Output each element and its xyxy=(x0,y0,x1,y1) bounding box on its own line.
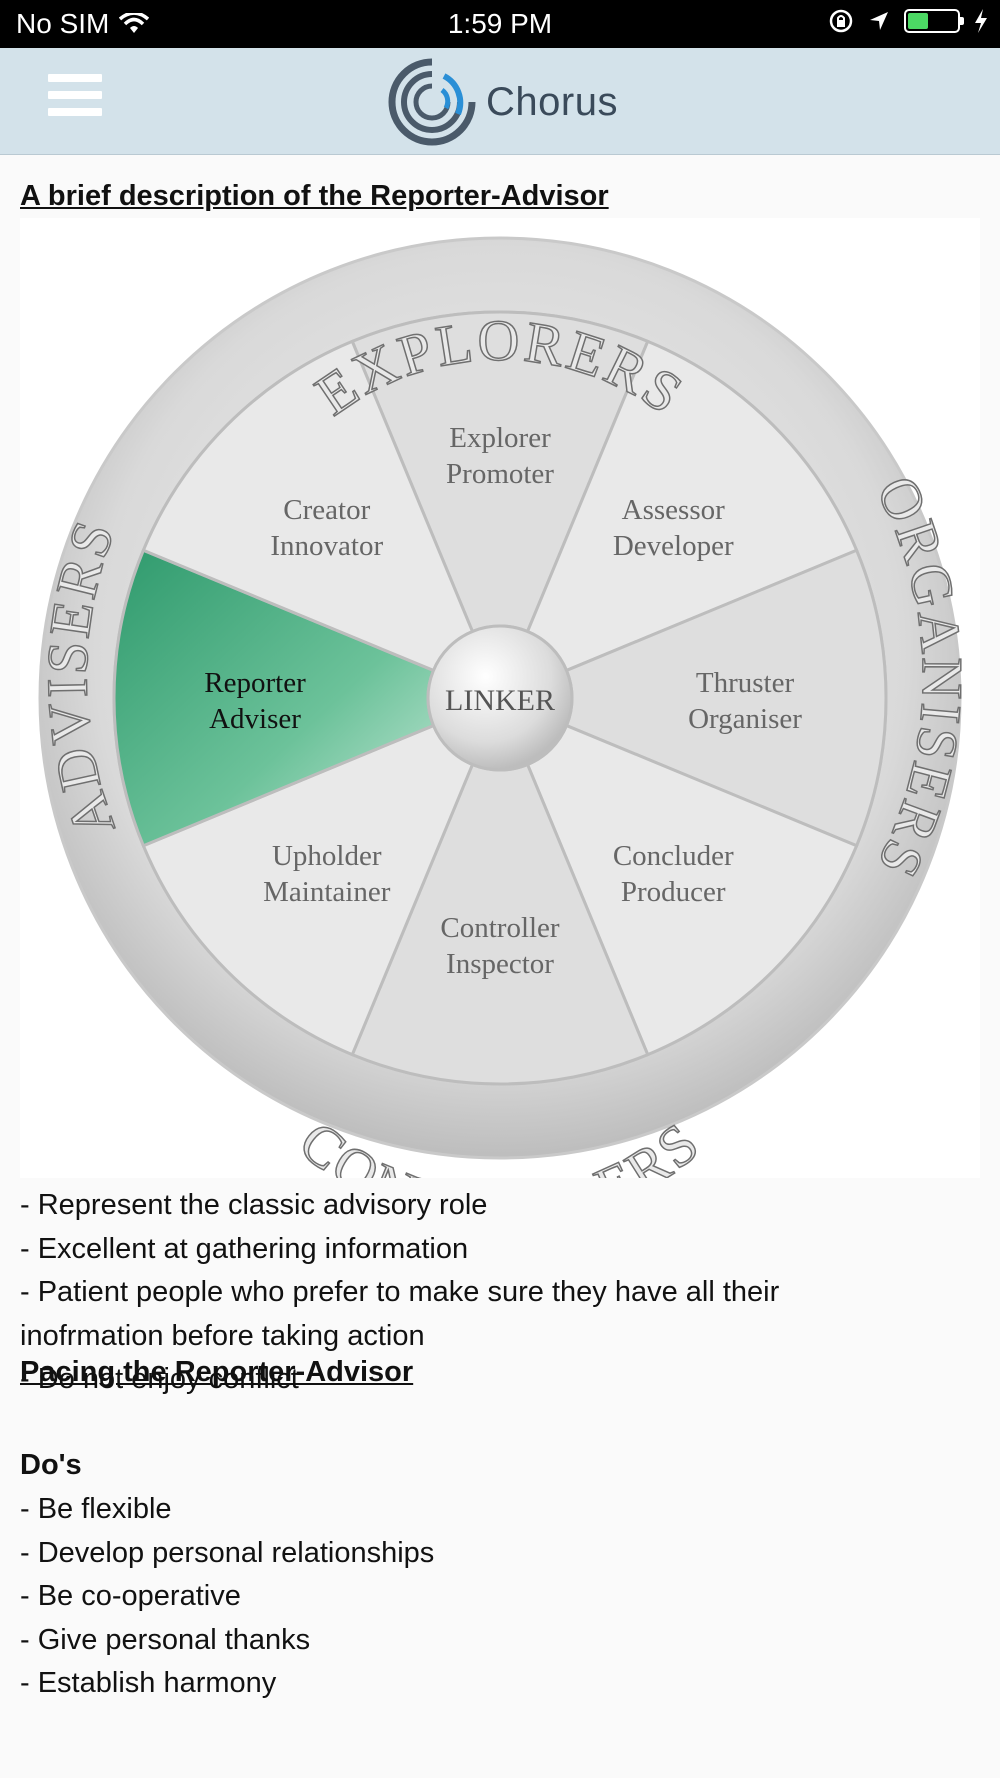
description-line: - Do not enjoy conflict xyxy=(20,1363,299,1395)
dos-list: - Be flexible - Develop personal relatio… xyxy=(20,1488,434,1706)
dos-heading: Do's xyxy=(20,1449,82,1481)
wheel-segment-label: Innovator xyxy=(270,530,383,562)
location-arrow-icon xyxy=(870,12,888,30)
description-list: - Represent the classic advisory role - … xyxy=(20,1184,779,1402)
status-bar: No SIM 1:59 PM xyxy=(0,0,1000,48)
chorus-logo: Chorus xyxy=(388,58,618,146)
description-line: inofrmation before taking action xyxy=(20,1319,425,1352)
wheel-segment-label: Adviser xyxy=(209,703,301,735)
dos-line: - Develop personal relationships xyxy=(20,1536,435,1569)
charging-bolt-icon xyxy=(975,9,987,33)
page-title: A brief description of the Reporter-Advi… xyxy=(20,180,609,212)
chorus-logo-icon xyxy=(388,58,476,146)
logo-text: Chorus xyxy=(486,79,618,124)
wheel-segment-label: Promoter xyxy=(446,458,554,490)
hamburger-menu-icon[interactable] xyxy=(48,74,102,118)
wheel-center-label: LINKER xyxy=(445,684,555,717)
wheel-segment-label: Upholder xyxy=(272,840,382,872)
description-line: - Excellent at gathering information xyxy=(20,1232,469,1265)
wheel-segment-label: Inspector xyxy=(446,948,554,980)
wheel-segment-label: Developer xyxy=(613,530,734,562)
dos-line: - Be flexible xyxy=(20,1493,172,1525)
app-header: Chorus xyxy=(0,48,1000,155)
dos-line: - Be co-operative xyxy=(20,1580,241,1612)
wifi-icon xyxy=(119,13,150,33)
description-line: - Represent the classic advisory role xyxy=(20,1189,488,1221)
carrier-label: No SIM xyxy=(16,8,110,39)
orientation-lock-icon xyxy=(829,9,853,33)
wheel-segment-label: Organiser xyxy=(688,703,802,735)
clock: 1:59 PM xyxy=(447,8,553,39)
wheel-segment-label: Concluder xyxy=(613,840,734,872)
wheel-segment-label: Reporter xyxy=(204,667,306,699)
wheel-segment-label: Controller xyxy=(440,912,560,944)
wheel-segment-label: Producer xyxy=(621,876,726,908)
dos-line: - Give personal thanks xyxy=(20,1623,311,1656)
wheel-segment-label: Creator xyxy=(283,494,370,526)
wheel-hub xyxy=(426,624,574,772)
pacing-heading: Pacing the Reporter-Advisor xyxy=(20,1356,414,1388)
battery-icon xyxy=(904,9,964,33)
dos-line: - Establish harmony xyxy=(20,1667,277,1699)
description-line: - Patient people who prefer to make sure… xyxy=(20,1276,780,1308)
wheel-segment-label: Maintainer xyxy=(263,876,391,908)
wheel-segment-label: Thruster xyxy=(696,667,795,699)
wheel-segment-label: Explorer xyxy=(449,422,551,454)
wheel-segment-label: Assessor xyxy=(622,494,725,526)
